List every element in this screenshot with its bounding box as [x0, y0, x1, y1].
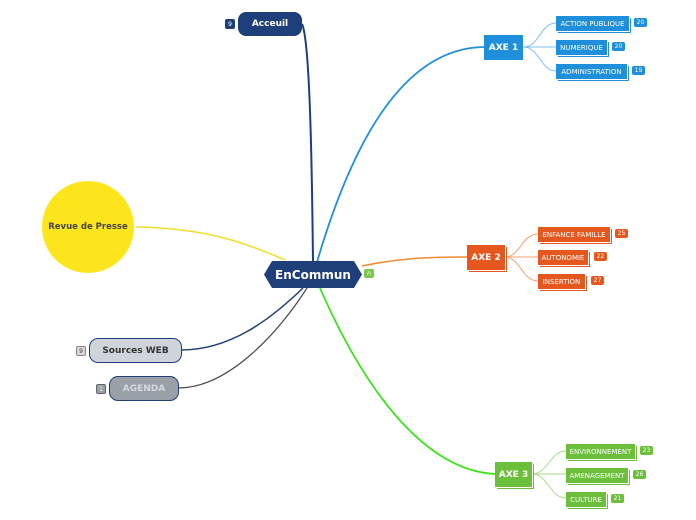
sources-node[interactable]: Sources WEB	[89, 338, 182, 363]
center-label: EnCommun	[275, 267, 351, 282]
center-node[interactable]: EnCommun	[264, 261, 362, 288]
axe1-node[interactable]: AXE 1	[484, 35, 523, 60]
agenda-count-badge: 1	[96, 384, 106, 394]
axe2-count-badge: 27	[591, 276, 604, 285]
axe2-item-enfance-famille[interactable]: ENFANCE FAMILLE	[538, 227, 610, 242]
axe3-count-badge: 26	[633, 470, 646, 479]
axe2-node[interactable]: AXE 2	[467, 245, 505, 270]
link-axe2	[361, 256, 468, 267]
axe2-item-autonomie[interactable]: AUTONOMIE	[538, 250, 588, 265]
axe3-count-badge: 23	[640, 446, 653, 455]
revue-label: Revue de Presse	[48, 222, 128, 232]
acceuil-label: Acceuil	[251, 19, 289, 29]
center-note-badge[interactable]: n	[364, 269, 374, 278]
acceuil-count-badge: 9	[225, 19, 235, 29]
axe2-count-badge: 22	[594, 252, 607, 261]
sources-label: Sources WEB	[102, 345, 169, 356]
axe1-count-badge: 19	[632, 66, 645, 75]
axe3-item-culture[interactable]: CULTURE	[566, 492, 606, 507]
axe2-count-badge: 25	[615, 229, 628, 238]
axe1-item-action-publique[interactable]: ACTION PUBLIQUE	[556, 16, 629, 31]
link-acceuil	[301, 23, 314, 263]
axe1-item-numerique[interactable]: NUMERIQUE	[556, 40, 607, 55]
axe1-count-badge: 20	[612, 42, 625, 51]
link-axe1	[316, 46, 485, 263]
link-agenda	[177, 287, 308, 389]
axe3-item-environnement[interactable]: ENVIRONNEMENT	[566, 444, 635, 459]
sources-count-badge: 9	[76, 346, 86, 356]
axe3-node[interactable]: AXE 3	[495, 462, 532, 487]
axe3-item-amenagement[interactable]: AMENAGEMENT	[566, 468, 628, 483]
link-revue	[135, 226, 286, 261]
axe2-label: AXE 2	[471, 252, 501, 263]
axe1-label: AXE 1	[488, 42, 519, 53]
agenda-node[interactable]: AGENDA	[109, 376, 179, 401]
axe3-count-badge: 21	[611, 494, 624, 503]
link-axe3	[319, 287, 496, 475]
revue-node[interactable]: Revue de Presse	[42, 181, 134, 273]
axe1-item-administration[interactable]: ADMINISTRATION	[556, 64, 627, 79]
acceuil-node[interactable]: Acceuil	[238, 12, 302, 36]
axe3-label: AXE 3	[498, 469, 529, 480]
axe1-count-badge: 20	[634, 18, 647, 27]
agenda-label: AGENDA	[122, 383, 166, 394]
link-sources	[180, 287, 304, 351]
axe2-item-insertion[interactable]: INSERTION	[538, 274, 585, 289]
